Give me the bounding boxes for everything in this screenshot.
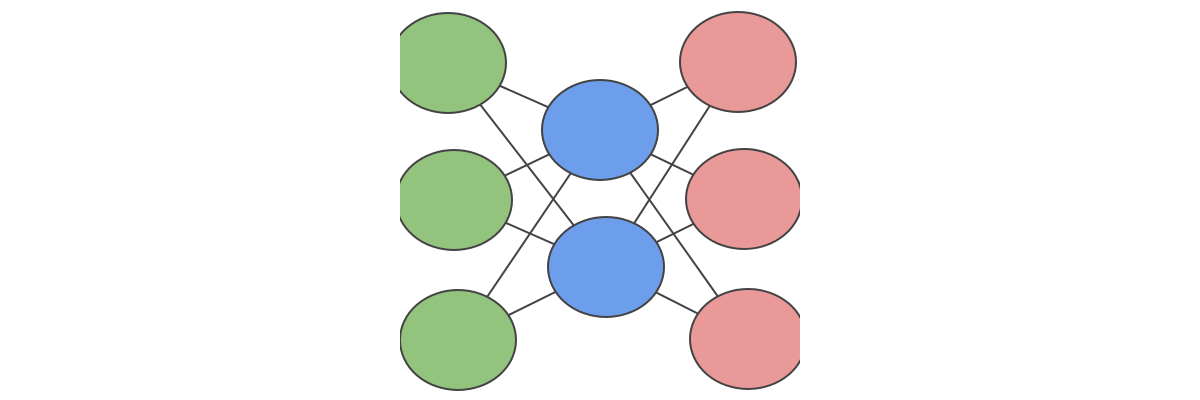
node-layer: [400, 11, 800, 391]
output-node-1: [679, 11, 797, 113]
input-node-2: [400, 149, 513, 251]
input-node-3: [400, 289, 517, 391]
output-node-3: [689, 288, 800, 390]
input-node-1: [400, 12, 507, 114]
hidden-node-2: [547, 216, 665, 318]
hidden-node-1: [541, 79, 659, 181]
output-node-2: [685, 148, 800, 250]
